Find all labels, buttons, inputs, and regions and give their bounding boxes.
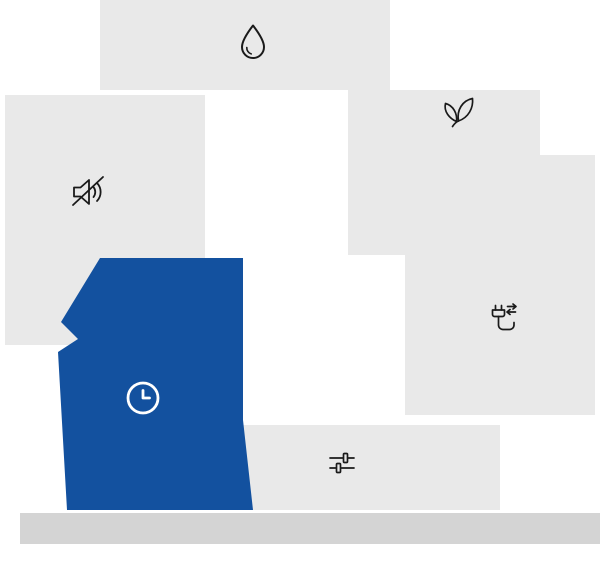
tile-settings [210,425,500,510]
tile-silence [5,95,205,345]
water-drop-icon [231,20,275,64]
tile-water [100,0,390,90]
clock-icon [123,378,163,418]
tile-energy [405,155,595,415]
bottom-bar [20,513,600,544]
sliders-icon [325,446,359,480]
leaf-icon [437,92,477,132]
plug-energy-icon [480,302,520,342]
volume-muted-icon [66,170,110,214]
